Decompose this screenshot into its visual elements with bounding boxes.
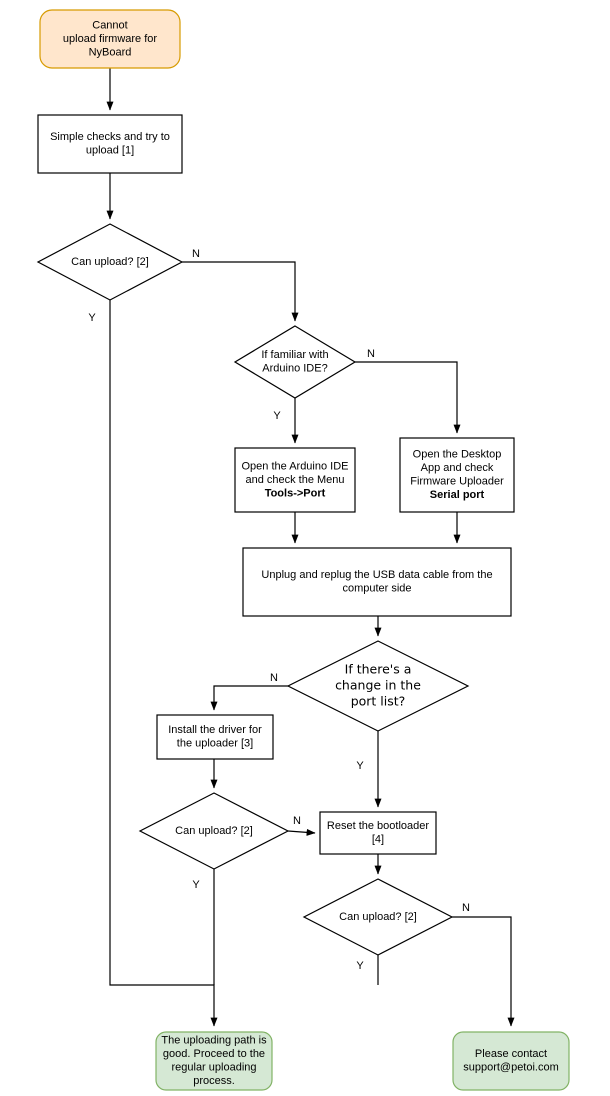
node-label-familiar-arduino-line-1: Arduino IDE? xyxy=(262,363,327,375)
edge-label-canupload3-no: N xyxy=(462,902,470,914)
node-label-open-desktop-app-line-2: Firmware Uploader xyxy=(410,476,504,488)
node-shape-simple-checks xyxy=(37,114,183,174)
flow-edge-canupload2-yes: Y xyxy=(192,869,215,985)
flow-edge-portlist-yes: Y xyxy=(356,731,382,808)
node-label-open-arduino-ide-line-1: and check the Menu xyxy=(245,474,344,486)
node-label-start-line-1: upload firmware for xyxy=(63,33,157,45)
edge-path-familiar-no xyxy=(355,361,461,434)
edge-path-canupload1-yes xyxy=(109,300,218,1027)
edge-label-familiar-yes: Y xyxy=(273,410,281,422)
flow-node-open-arduino-ide[interactable]: Open the Arduino IDE and check the MenuTo… xyxy=(234,447,356,513)
node-label-can-upload-1-line-0: Can upload? [2] xyxy=(71,256,149,268)
edge-label-portlist-no: N xyxy=(270,672,278,684)
flow-edge-canupload1-yes: Y xyxy=(88,300,218,1027)
edges-layer: N Y Y N N Y N Y Y N xyxy=(88,68,515,1027)
node-shape-reset-bootloader xyxy=(319,811,437,855)
node-label-success-line-1: good. Proceed to the xyxy=(163,1048,265,1060)
node-label-port-list-change-line-0: If there's a xyxy=(345,662,412,677)
flow-node-simple-checks[interactable]: Simple checks and try to upload [1] xyxy=(37,114,183,174)
flow-node-can-upload-3[interactable]: Can upload? [2] xyxy=(302,878,454,956)
flow-edge-familiar-yes: Y xyxy=(273,398,299,444)
flow-edge-familiar-no: N xyxy=(355,348,461,434)
node-label-success-line-2: regular uploading xyxy=(171,1062,256,1074)
edge-path-portlist-no xyxy=(210,685,288,711)
edge-label-canupload1-no: N xyxy=(192,248,200,260)
node-label-install-driver-line-0: Install the driver for xyxy=(168,724,262,736)
flow-node-can-upload-1[interactable]: Can upload? [2] xyxy=(36,223,184,301)
flow-edge-canupload3-no: N xyxy=(452,902,515,1027)
node-shape-unplug-replug xyxy=(242,547,512,617)
node-label-port-list-change-line-2: port list? xyxy=(351,694,406,709)
node-label-start-line-2: NyBoard xyxy=(89,46,132,58)
edge-path-canupload3-no xyxy=(452,916,515,1027)
node-label-unplug-replug-line-0: Unplug and replug the USB data cable fro… xyxy=(261,569,492,581)
node-label-open-desktop-app-line-3: Serial port xyxy=(430,489,485,501)
node-label-success-line-3: process. xyxy=(193,1075,235,1087)
node-shape-open-arduino-ide xyxy=(234,447,356,513)
edge-path-canupload2-no xyxy=(287,828,316,836)
node-label-simple-checks-line-1: upload [1] xyxy=(86,145,134,157)
flow-node-unplug-replug[interactable]: Unplug and replug the USB data cable fro… xyxy=(242,547,512,617)
edge-label-canupload2-no: N xyxy=(293,815,301,827)
node-shape-can-upload-2 xyxy=(138,792,290,870)
node-shape-contact xyxy=(452,1031,570,1091)
node-shape-start xyxy=(39,9,181,69)
node-label-open-arduino-ide-line-2: Tools->Port xyxy=(265,487,326,499)
flow-edge-canupload3-yes: Y xyxy=(356,955,379,985)
node-shape-install-driver xyxy=(156,714,274,760)
edge-label-canupload1-yes: Y xyxy=(88,312,96,324)
node-shape-can-upload-1 xyxy=(36,223,184,301)
flow-edge-portlist-no: N xyxy=(210,672,288,711)
node-shape-port-list-change xyxy=(286,640,470,732)
edge-label-portlist-yes: Y xyxy=(356,760,364,772)
node-label-reset-bootloader-line-1: [4] xyxy=(372,834,384,846)
node-label-open-desktop-app-line-0: Open the Desktop xyxy=(413,449,502,461)
flow-edge-canupload1-no: N xyxy=(182,248,299,322)
node-shape-open-desktop-app xyxy=(399,437,515,513)
node-label-open-arduino-ide-line-0: Open the Arduino IDE xyxy=(241,460,348,472)
edge-label-canupload3-yes: Y xyxy=(356,960,364,972)
edge-label-canupload2-yes: Y xyxy=(192,879,200,891)
node-label-start-line-0: Cannot xyxy=(92,19,127,31)
node-label-port-list-change-line-1: change in the xyxy=(335,678,421,693)
node-shape-success xyxy=(155,1031,273,1091)
node-shape-can-upload-3 xyxy=(302,878,454,956)
node-label-install-driver-line-1: the uploader [3] xyxy=(177,738,253,750)
node-label-success-line-0: The uploading path is xyxy=(161,1035,267,1047)
node-label-contact-line-0: Please contact xyxy=(475,1048,547,1060)
node-label-unplug-replug-line-1: computer side xyxy=(342,583,411,595)
node-label-familiar-arduino-line-0: If familiar with xyxy=(261,349,328,361)
flow-node-reset-bootloader[interactable]: Reset the bootloader [4] xyxy=(319,811,437,855)
node-label-open-desktop-app-line-1: App and check xyxy=(421,462,494,474)
node-label-reset-bootloader-line-0: Reset the bootloader xyxy=(327,820,429,832)
edge-label-familiar-no: N xyxy=(367,348,375,360)
edge-path-canupload1-no xyxy=(182,261,299,322)
node-shape-familiar-arduino xyxy=(233,325,357,399)
node-label-can-upload-3-line-0: Can upload? [2] xyxy=(339,911,417,923)
flow-node-install-driver[interactable]: Install the driver for the uploader [3] xyxy=(156,714,274,760)
flow-node-can-upload-2[interactable]: Can upload? [2] xyxy=(138,792,290,870)
node-label-can-upload-2-line-0: Can upload? [2] xyxy=(175,825,253,837)
flow-edge-canupload2-no: N xyxy=(287,815,316,836)
flow-node-contact[interactable]: Please contact support@petoi.com xyxy=(452,1031,570,1091)
node-label-contact-line-1: support@petoi.com xyxy=(463,1062,559,1074)
node-label-simple-checks-line-0: Simple checks and try to xyxy=(50,131,170,143)
